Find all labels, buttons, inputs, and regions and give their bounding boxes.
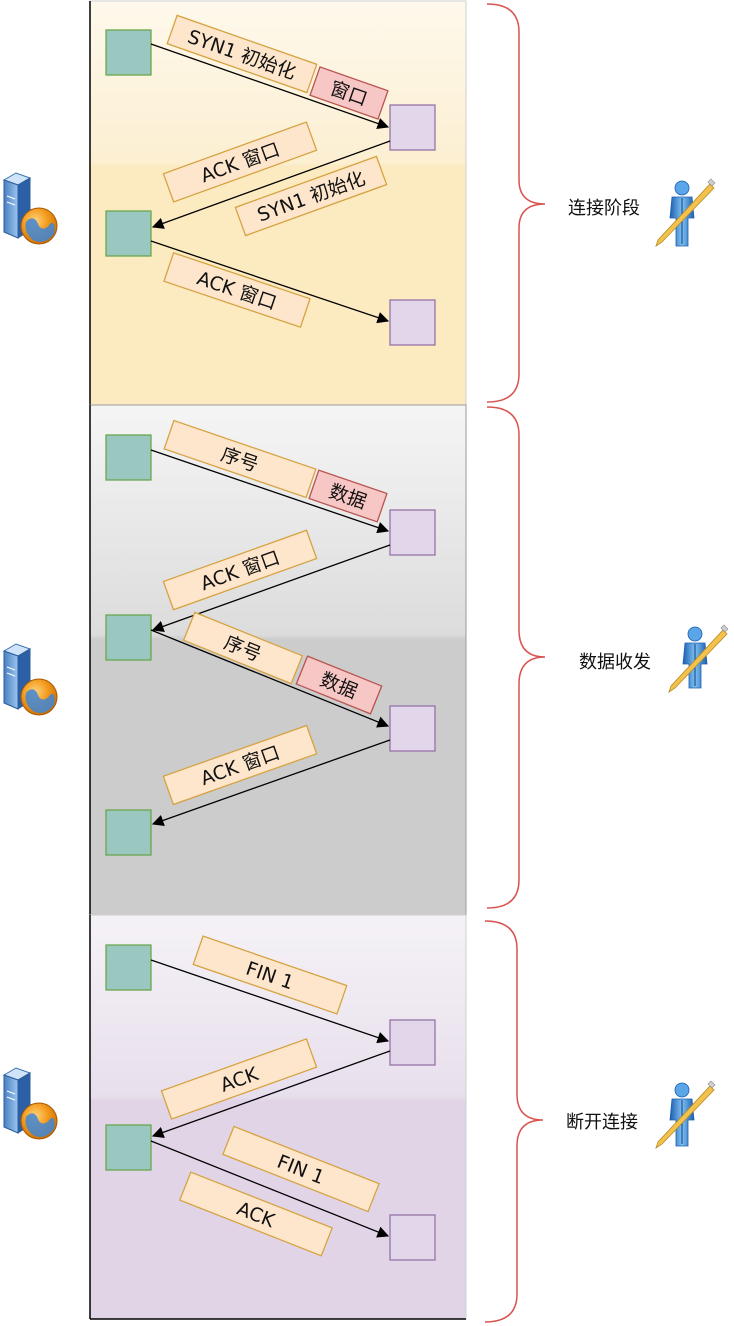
arrow-line: [150, 1140, 390, 1238]
server-globe-icon: [2, 172, 58, 245]
arrow-line: [151, 140, 391, 229]
phase-label-data: 数据收发: [579, 652, 651, 673]
brace: [486, 3, 546, 403]
arrow-line: [150, 449, 390, 534]
server-node: [389, 1214, 436, 1261]
server-globe-icon: [2, 643, 58, 716]
server-node: [389, 1019, 436, 1066]
person-pen-icon: [655, 178, 716, 247]
client-node: [105, 809, 152, 856]
message-label: ACK: [178, 1171, 334, 1257]
arrow-line: [150, 629, 390, 728]
server-node: [389, 104, 436, 151]
arrow-line: [150, 959, 390, 1044]
message-label: 数据: [295, 655, 383, 715]
brace: [486, 406, 546, 909]
person-pen-icon: [655, 1080, 716, 1149]
data-phase: 序号 数据 ACK 窗口 序号 数据 ACK 窗口: [105, 419, 436, 856]
client-node: [105, 29, 152, 76]
client-node: [105, 614, 152, 661]
client-node: [105, 1124, 152, 1171]
server-globe-icon: [2, 1067, 58, 1140]
arrow-line: [150, 43, 390, 130]
server-node: [389, 705, 436, 752]
client-node: [105, 434, 152, 481]
brace: [484, 920, 544, 1323]
arrow-line: [151, 1050, 391, 1138]
arrow-line: [151, 544, 391, 632]
arrow-line: [151, 739, 391, 826]
client-node: [105, 944, 152, 991]
close-phase: FIN 1 ACK FIN 1 ACK: [105, 935, 436, 1261]
arrow-line: [150, 240, 390, 324]
person-pen-icon: [668, 624, 729, 693]
server-node: [389, 299, 436, 346]
client-node: [105, 210, 152, 257]
phase-label-connect: 连接阶段: [568, 198, 640, 219]
server-node: [389, 509, 436, 556]
phase-label-close: 断开连接: [566, 1112, 638, 1133]
